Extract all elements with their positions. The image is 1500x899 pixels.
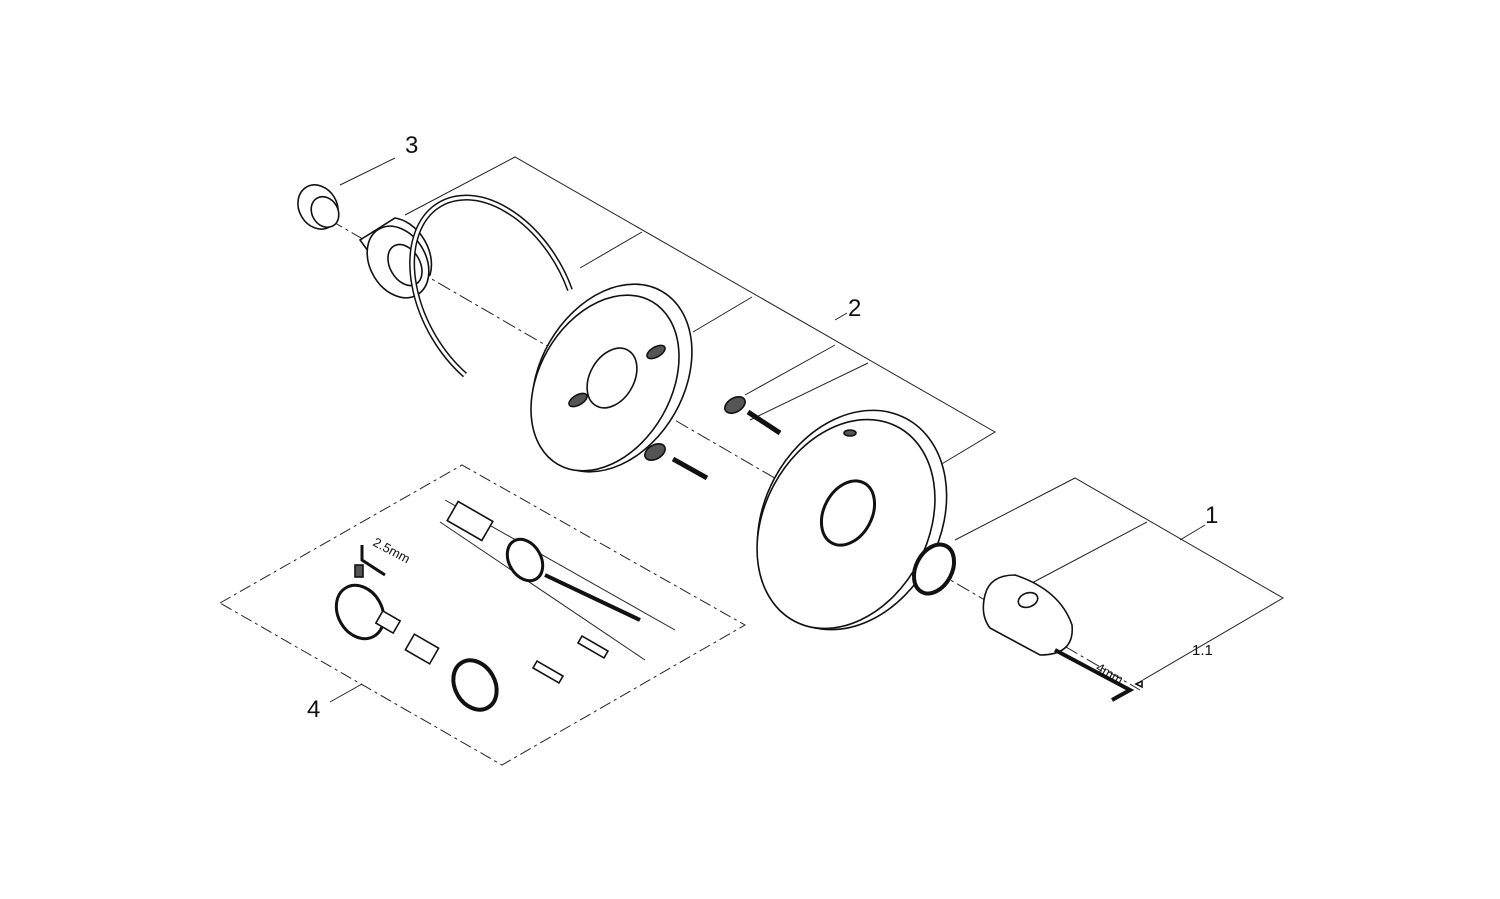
callout-3: 3 (405, 132, 418, 159)
label-4mm: 4mm (1094, 660, 1127, 687)
label-2-5mm: 2.5mm (371, 534, 413, 566)
washer-screw-upper (724, 396, 782, 436)
hex-key-4mm (1054, 648, 1135, 702)
washer-screw-lower (644, 443, 709, 481)
bracket-1 (954, 477, 1284, 681)
kit-4-parts (334, 499, 676, 712)
callout-2: 2 (848, 295, 861, 322)
kit-4-box (218, 464, 747, 766)
leader-4 (329, 683, 363, 703)
mounting-plate (530, 283, 693, 473)
bracket-2 (404, 156, 996, 466)
callout-1-1: 1.1 (1192, 642, 1213, 659)
handle (982, 574, 1073, 656)
callout-1: 1 (1205, 502, 1218, 529)
set-screw (1134, 679, 1143, 689)
callout-4: 4 (307, 696, 320, 723)
seal-ring (911, 542, 957, 596)
leader-3 (339, 157, 396, 186)
sleeve (358, 217, 433, 299)
part-3-nut (297, 184, 340, 230)
